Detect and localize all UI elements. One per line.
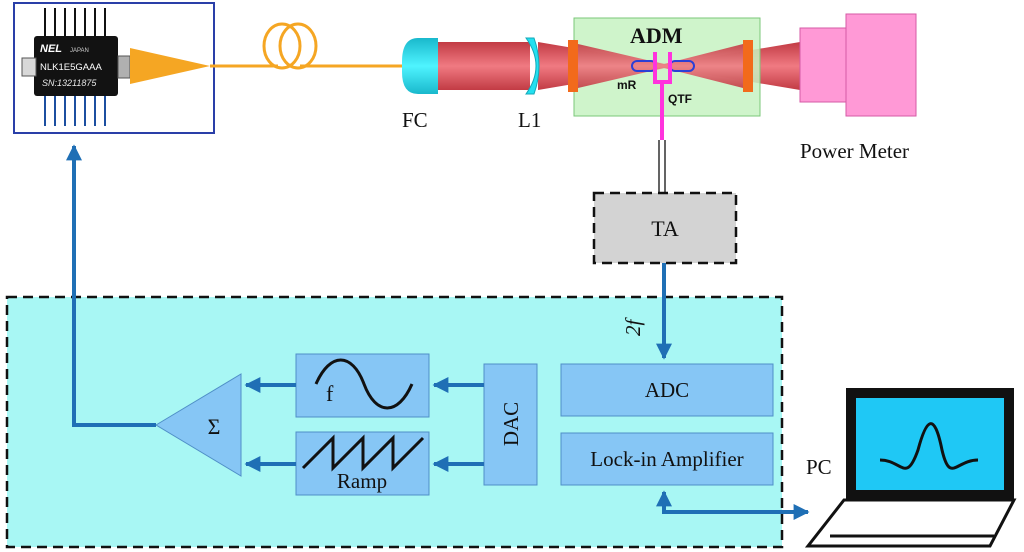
dac-label: DAC (499, 402, 523, 446)
laser-fiber-port (117, 55, 131, 79)
qtf-label: QTF (668, 92, 692, 106)
laser-country: JAPAN (70, 48, 89, 54)
laser-output-cone (130, 48, 210, 84)
sum-to-laser-arrow (66, 144, 156, 427)
sine-generator-block: f (295, 353, 430, 418)
mr-label: mR (617, 78, 637, 92)
adm-window-left (568, 40, 578, 92)
lockin-label: Lock-in Amplifier (590, 447, 743, 471)
laser-module: NEL JAPAN NLK1E5GAAA SN:13211875 (13, 2, 215, 134)
electronics-panel (5, 295, 784, 549)
laser-pins-bottom (44, 94, 106, 126)
pc-screen (856, 398, 1004, 490)
lockin-pc-link-arrow (656, 490, 810, 520)
ramp-generator-block: Ramp (295, 431, 430, 496)
lockin-block: Lock-in Amplifier (560, 432, 774, 486)
power-meter (799, 13, 917, 117)
ramp-wave-icon (301, 434, 425, 472)
pc-label: PC (806, 455, 832, 479)
optical-fiber (210, 22, 410, 70)
dac-block: DAC (483, 363, 538, 486)
sum-label: Σ (208, 414, 221, 439)
adm-window-right (743, 40, 753, 92)
adc-label: ADC (645, 378, 689, 402)
laser-pins-top (44, 8, 106, 40)
fc-label: FC (402, 108, 428, 132)
pc-laptop (804, 388, 1017, 548)
laser-body (34, 36, 118, 96)
transimpedance-amplifier: TA (592, 191, 738, 265)
laser-serial: SN:13211875 (42, 78, 97, 88)
fiber-collimator (402, 38, 438, 94)
qtf-signal-wires (658, 140, 666, 193)
laser-model: NLK1E5GAAA (40, 62, 102, 73)
power-meter-label: Power Meter (800, 139, 909, 163)
pc-peak-signal-icon (879, 422, 979, 470)
ta-label: TA (651, 216, 679, 241)
summing-amplifier: Σ (155, 373, 242, 477)
lens-l1 (525, 37, 540, 95)
ramp-label: Ramp (337, 469, 387, 493)
l1-label: L1 (518, 108, 541, 132)
sine-label: f (326, 381, 334, 406)
signal-2f-label: 2f (621, 317, 645, 337)
laser-brand: NEL (40, 43, 62, 55)
adm-label: ADM (630, 23, 683, 48)
adc-block: ADC (560, 363, 774, 417)
sine-wave-icon (314, 358, 414, 410)
adm-module: ADM mR QTF (568, 17, 761, 135)
